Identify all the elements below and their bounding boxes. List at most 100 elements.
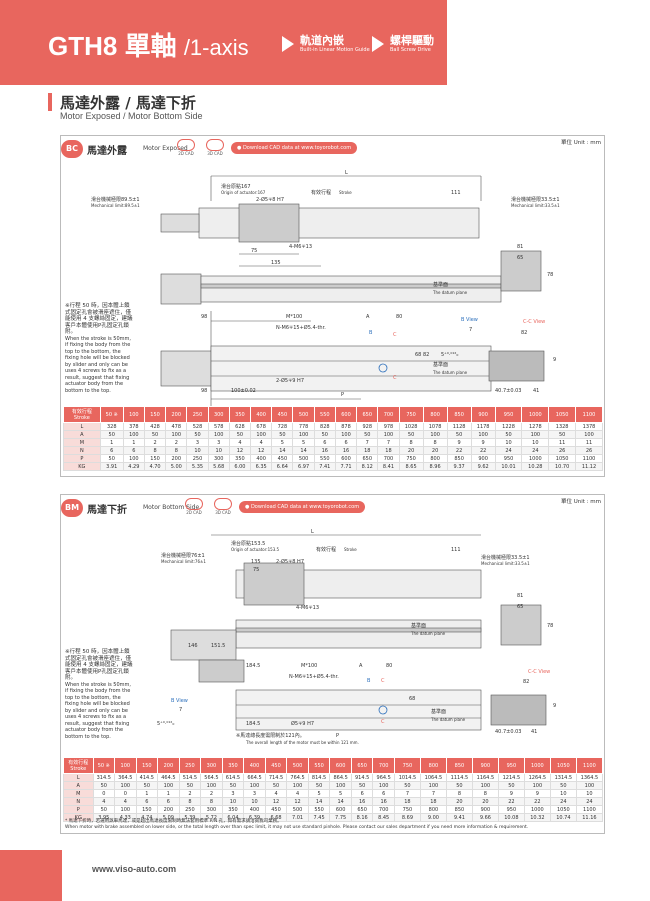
table-cell: 50 [494, 430, 523, 439]
panel-badge: BM [61, 499, 83, 517]
section-subtitle: Motor Exposed / Motor Bottom Side [60, 111, 203, 121]
label-C2: C [381, 719, 385, 725]
note-zh: ※行程 50 時，因本體上鎖式固定孔會被滑座遮住，僅能使用 4 支螺絲固定，建議… [65, 303, 133, 335]
dim-65: 65 [517, 255, 523, 261]
dim-111: 111 [451, 547, 461, 553]
table-cell: 714.5 [264, 773, 288, 782]
cad-3d-button[interactable]: 3D CAD [206, 139, 224, 156]
dim-7: 7 [179, 707, 182, 713]
cad-2d-button[interactable]: 2D CAD [185, 498, 203, 515]
stroke-cell: 750 [398, 406, 424, 423]
table-cell: 1050 [548, 454, 577, 463]
stroke-cell: 750 [393, 757, 421, 774]
table-cell: 8 [422, 438, 448, 447]
table-cell: 9 [497, 789, 525, 798]
dim-98b: 98 [201, 388, 207, 394]
dim-78: 78 [547, 623, 553, 629]
table-cell: 864.5 [329, 773, 352, 782]
table-cell: 200 [165, 454, 188, 463]
download-cad-link[interactable]: ● Download CAD data at www.toyorobot.com [231, 142, 358, 154]
table-cell: 16 [372, 797, 395, 806]
table-cell: 800 [419, 805, 447, 814]
table-cell: 24 [549, 797, 577, 806]
row-label: N [63, 797, 94, 806]
download-cad-link[interactable]: ● Download CAD data at www.toyorobot.com [239, 501, 366, 513]
origin-en: Origin of actuator:153.5 [231, 547, 280, 552]
table-cell: 50 [264, 781, 288, 790]
table-cell: 24 [521, 446, 550, 455]
table-cell: 50 [446, 430, 472, 439]
b-view-label: B View [171, 698, 188, 704]
cad-3d-button[interactable]: 3D CAD [214, 498, 232, 515]
origin-en: Origin of actuator:167 [221, 190, 266, 195]
table-cell: 24 [575, 797, 604, 806]
table-cell: 8.12 [356, 462, 379, 471]
table-cell: 9 [446, 438, 472, 447]
table-cell: 364.5 [114, 773, 137, 782]
table-cell: 5 [329, 789, 352, 798]
table-cell: 50 [92, 781, 116, 790]
drawing-motor-exposed: L 滑台原點167 Origin of actuator:167 有效行程 St… [91, 170, 560, 406]
stroke-cell: 1000 [523, 757, 551, 774]
footer-band [0, 850, 62, 901]
stroke-cell: 550 [313, 406, 336, 423]
table-cell: 10.01 [494, 462, 523, 471]
row-label: M [63, 438, 101, 447]
table-cell: 100 [372, 781, 395, 790]
nav-screw-zh: 螺桿驅動 [390, 34, 434, 47]
table-cell: 450 [264, 805, 288, 814]
table-cell: 1164.5 [471, 773, 499, 782]
table-cell: 3 [207, 438, 230, 447]
m6-label: 4-M6∓13 [296, 605, 319, 611]
table-cell: 578 [207, 422, 230, 431]
table-cell: 500 [286, 805, 309, 814]
table-cell: 22 [523, 797, 551, 806]
table-cell: 16 [334, 446, 358, 455]
table-cell: 7 [393, 789, 421, 798]
panel-title-zh: 馬達外露 [87, 146, 127, 157]
table-cell: 22 [470, 446, 496, 455]
table-cell: 12 [228, 446, 252, 455]
table-cell: 18 [377, 446, 400, 455]
table-cell: 50 [99, 430, 124, 439]
right-mech-zh: 滑台機械極限33.5±1 [511, 196, 560, 203]
datum-zh: 基準面 [411, 622, 426, 629]
row-label: P [63, 454, 101, 463]
datum-zh: 基準面 [433, 281, 448, 288]
table-cell: 6.00 [228, 462, 252, 471]
stroke-cell: 300 [207, 406, 230, 423]
table-cell: 250 [186, 454, 209, 463]
nav-screw-en: Ball Screw Drive [390, 47, 431, 53]
row-label: L [63, 773, 94, 782]
nm6-label: N-M6∓15+Ø5.4-thr. [289, 673, 339, 680]
footer-url[interactable]: www.viso-auto.com [92, 864, 177, 874]
table-cell: 100 [422, 430, 448, 439]
dim-135: 135 [271, 260, 281, 266]
right-mech-en: Mechanical limit:33.5±1 [481, 561, 530, 566]
stroke-cell: 850 [445, 757, 473, 774]
table-cell: 100 [286, 781, 309, 790]
table-cell: 10 [243, 797, 266, 806]
dim-81: 81 [517, 244, 523, 250]
cad-2d-button[interactable]: 2D CAD [177, 139, 195, 156]
stroke-cell: 500 [286, 757, 309, 774]
table-cell: 16 [350, 797, 374, 806]
table-cell: 1128 [446, 422, 472, 431]
stroke-cell: 150 [143, 406, 167, 423]
table-cell: 0 [92, 789, 116, 798]
table-cell: 6 [313, 438, 336, 447]
table-cell: 5.35 [186, 462, 209, 471]
table-cell: 10 [521, 438, 550, 447]
table-cell: 50 [228, 430, 252, 439]
table-cell: 50 [178, 781, 202, 790]
table-cell: 478 [165, 422, 188, 431]
table-cell: 778 [292, 422, 315, 431]
panel-motor-exposed: BC 馬達外露 Motor Exposed 2D CAD 3D CAD ● Do… [60, 135, 605, 477]
